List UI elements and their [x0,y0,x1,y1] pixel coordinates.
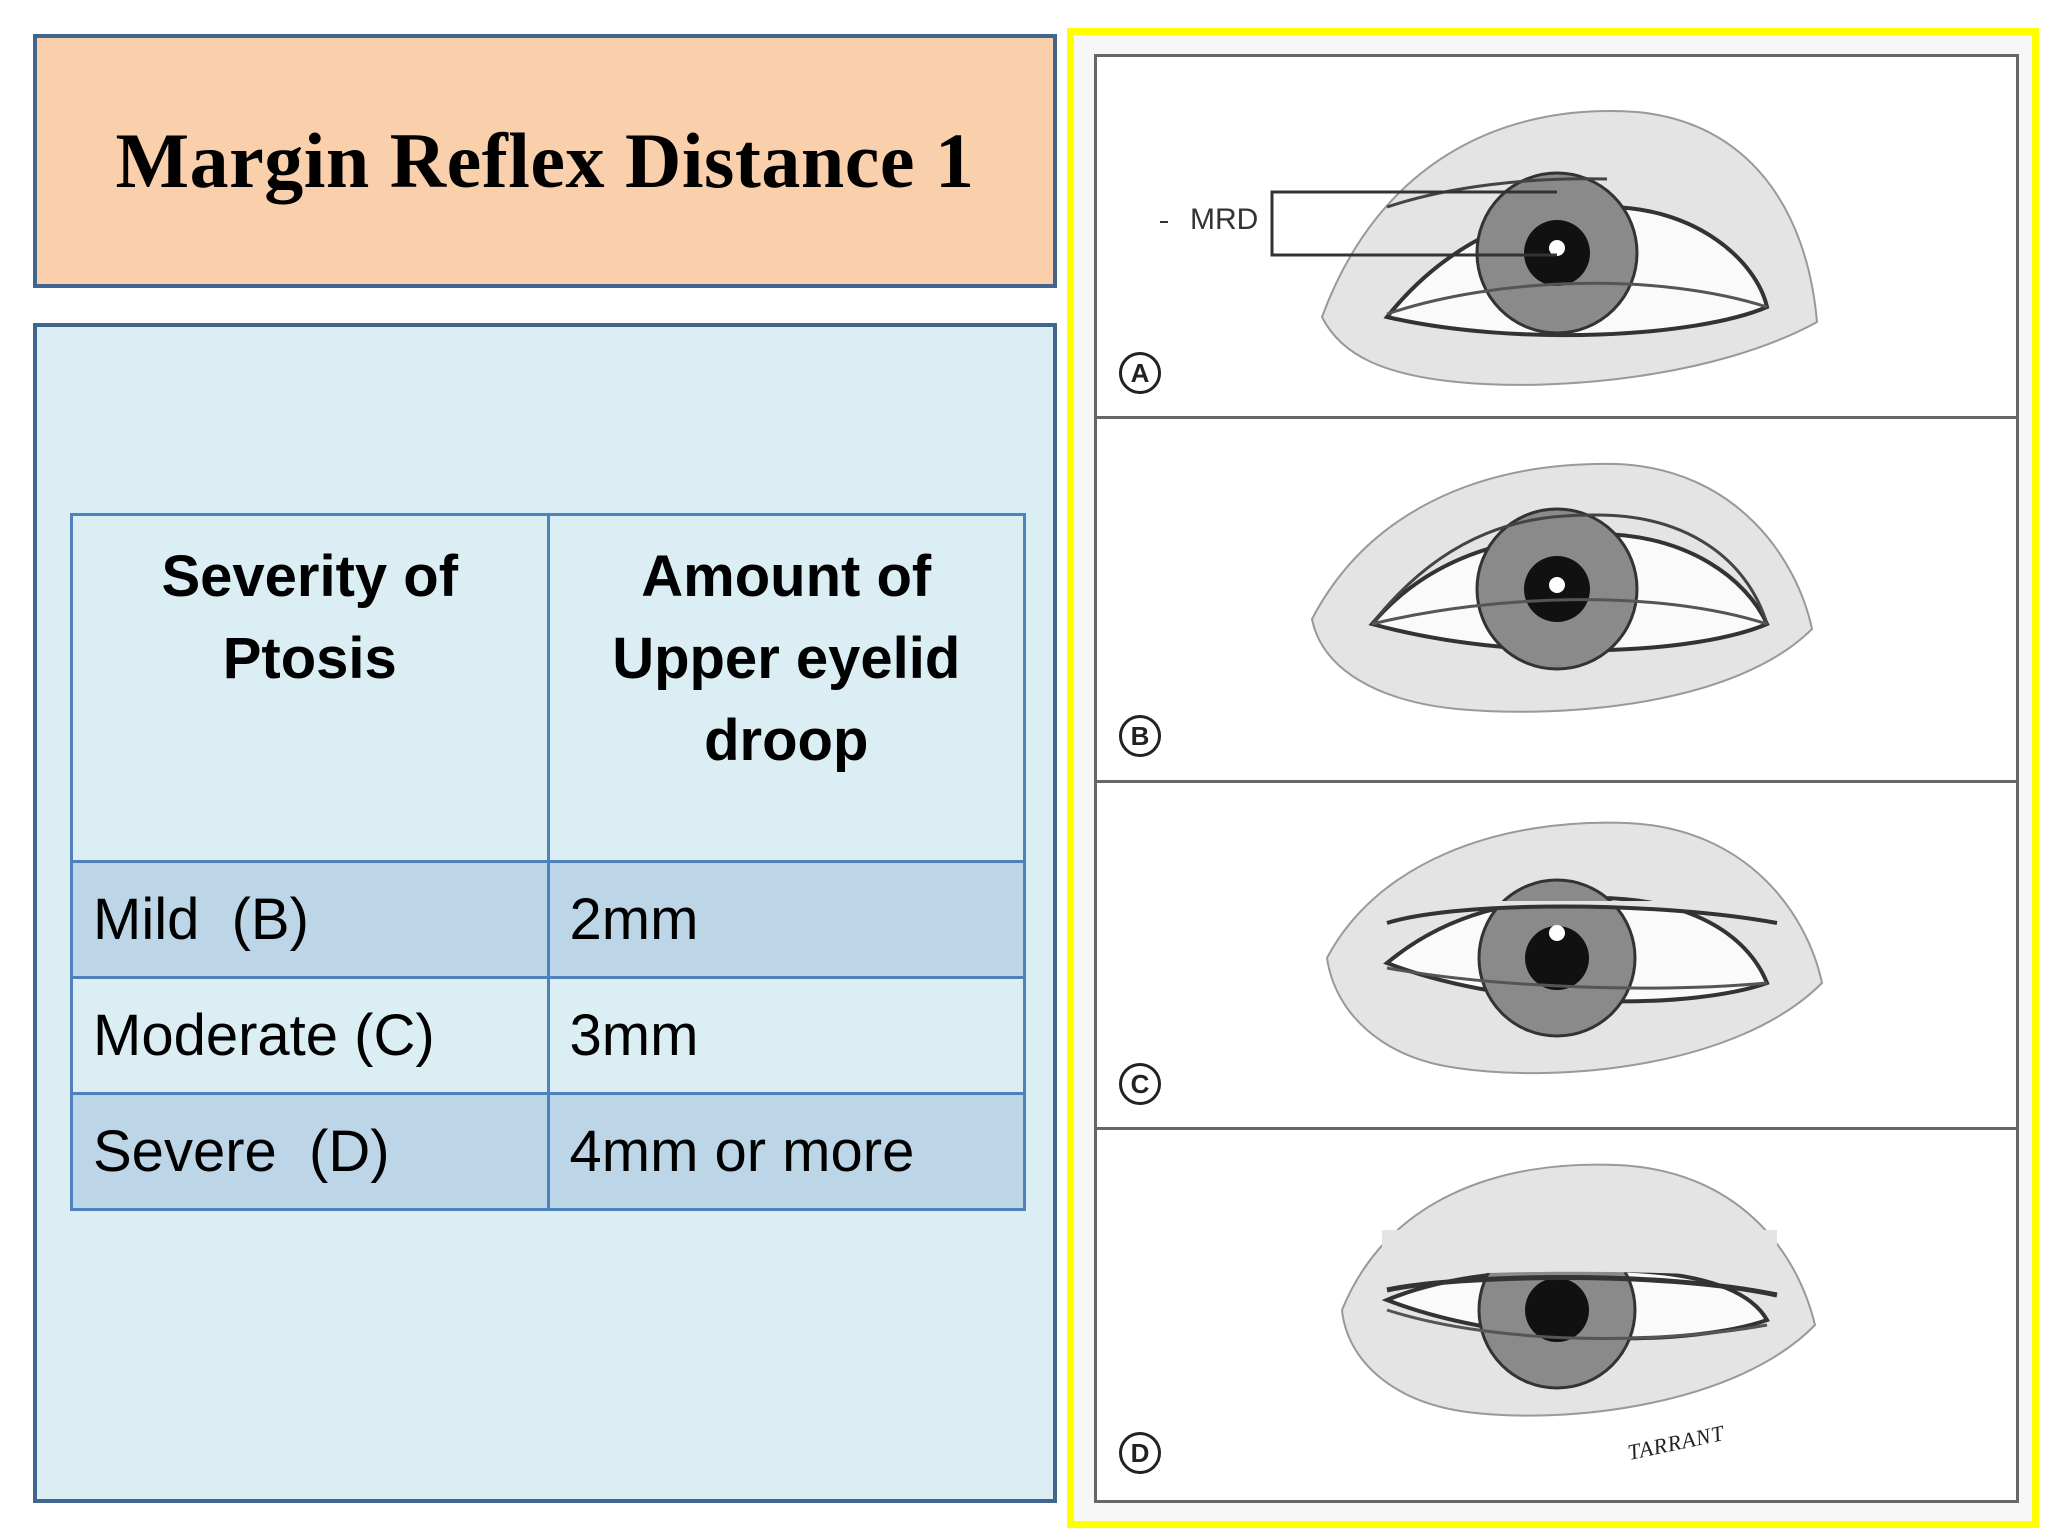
header-severity-label: Severity of Ptosis [161,544,459,691]
severity-cell: Severe (D) [70,1092,550,1211]
eye-panel-d: TARRANT D [1097,1130,2016,1500]
slide-title: Margin Reflex Distance 1 [115,117,975,204]
panel-label-c: C [1119,1063,1161,1105]
eye-panel-c: C [1097,783,2016,1130]
mrd-label: MRD [1190,203,1259,236]
panel-label-b: B [1119,715,1161,757]
table-row: Moderate (C) 3mm [70,976,1026,1095]
severity-cell: Mild (B) [70,860,550,979]
table-row: Mild (B) 2mm [70,860,1026,979]
table-row: Severe (D) 4mm or more [70,1092,1026,1211]
header-severity: Severity of Ptosis [70,513,550,863]
panel-label-a: A [1119,352,1161,394]
eye-moderate-ptosis-illustration-icon [1325,821,1824,1075]
ptosis-table: Severity of Ptosis Amount of Upper eyeli… [70,513,1026,1211]
amount-cell: 3mm [546,976,1026,1095]
eye-normal-illustration-icon [1160,110,1819,386]
eye-figure: MRD A B [1094,54,2019,1503]
header-amount-label: Amount of Upper eyelid droop [612,544,961,773]
header-amount: Amount of Upper eyelid droop [546,513,1026,863]
severity-cell: Moderate (C) [70,976,550,1095]
amount-cell: 4mm or more [546,1092,1026,1211]
table-header-row: Severity of Ptosis Amount of Upper eyeli… [70,513,1026,863]
eye-panel-b: B [1097,419,2016,783]
eye-mild-ptosis-illustration-icon [1310,462,1814,713]
panel-label-d: D [1119,1432,1161,1474]
eye-figure-frame: MRD A B [1067,28,2039,1528]
eye-panel-a: MRD A [1097,57,2016,419]
content-panel: Severity of Ptosis Amount of Upper eyeli… [33,323,1057,1503]
eye-severe-ptosis-illustration-icon [1340,1163,1817,1417]
amount-cell: 2mm [546,860,1026,979]
title-box: Margin Reflex Distance 1 [33,34,1057,288]
